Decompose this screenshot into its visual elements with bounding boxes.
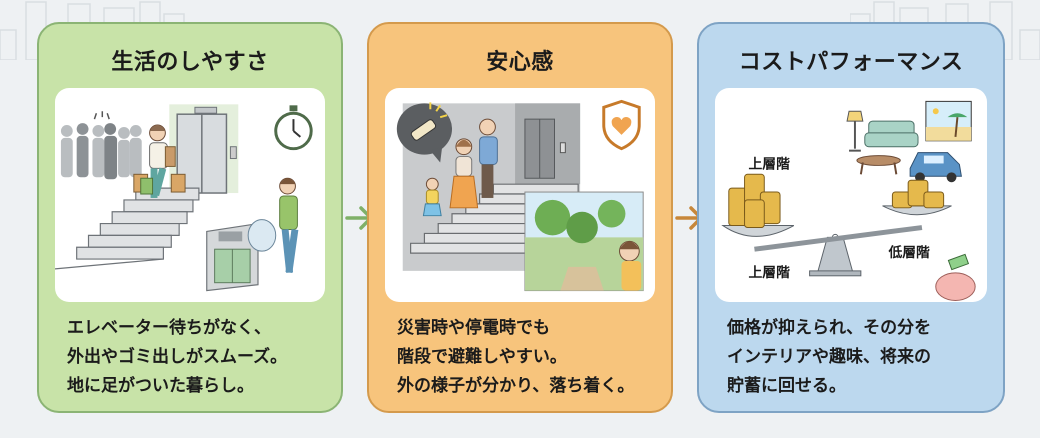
description-line: インテリアや趣味、将来の	[727, 347, 931, 367]
card-cost-performance: コストパフォーマンス	[697, 22, 1005, 413]
illustration-panel: 上層階 上層階 低層階	[715, 88, 987, 302]
illustration-panel	[55, 88, 325, 302]
card-title: 安心感	[486, 50, 554, 75]
ease-of-living-illustration	[55, 104, 313, 292]
card-title: コストパフォーマンス	[738, 50, 964, 75]
car-icon	[909, 152, 962, 183]
coin-stack-small-icon	[891, 179, 945, 209]
card-description: 価格が抑えられ、その分を インテリアや趣味、将来の 貯蓄に回せる。	[727, 314, 991, 401]
card-peace-of-mind: 安心感	[367, 22, 673, 413]
description-line: 貯蓄に回せる。	[727, 376, 846, 396]
upper-floor-label: 上層階	[749, 264, 791, 281]
cost-performance-illustration: 上層階 上層階 低層階	[721, 100, 976, 301]
card-description: エレベーター待ちがなく、 外出やゴミ出しがスムーズ。 地に足がついた暮らし。	[67, 314, 329, 401]
illustration-panel	[385, 88, 655, 302]
description-line: 災害時や停電時でも	[397, 318, 550, 338]
description-line: 外出やゴミ出しがスムーズ。	[67, 347, 288, 367]
coffee-table-icon	[856, 155, 901, 175]
description-line: エレベーター待ちがなく、	[67, 318, 271, 338]
card-title: 生活のしやすさ	[111, 50, 269, 75]
lower-floor-label: 低層階	[887, 244, 930, 261]
beach-picture-icon	[925, 100, 972, 142]
coin-stack-large-icon	[728, 173, 781, 229]
description-line: 地に足がついた暮らし。	[67, 376, 254, 396]
upper-floor-label: 上層階	[749, 155, 791, 172]
description-line: 階段で避難しやすい。	[397, 347, 567, 367]
description-line: 外の様子が分かり、落ち着く。	[397, 376, 635, 396]
shield-heart-icon	[602, 99, 641, 151]
card-ease-of-living: 生活のしやすさ	[37, 22, 343, 413]
peace-of-mind-illustration	[396, 99, 644, 292]
stopwatch-icon	[274, 105, 313, 151]
description-line: 価格が抑えられ、その分を	[727, 318, 932, 338]
piggy-bank-icon	[935, 253, 976, 301]
crowd-icon	[60, 123, 142, 180]
card-description: 災害時や停電時でも 階段で避難しやすい。 外の様子が分かり、落ち着く。	[397, 314, 659, 401]
lamp-icon	[846, 110, 864, 152]
flashlight-icon	[396, 102, 453, 163]
sofa-icon	[864, 120, 919, 148]
